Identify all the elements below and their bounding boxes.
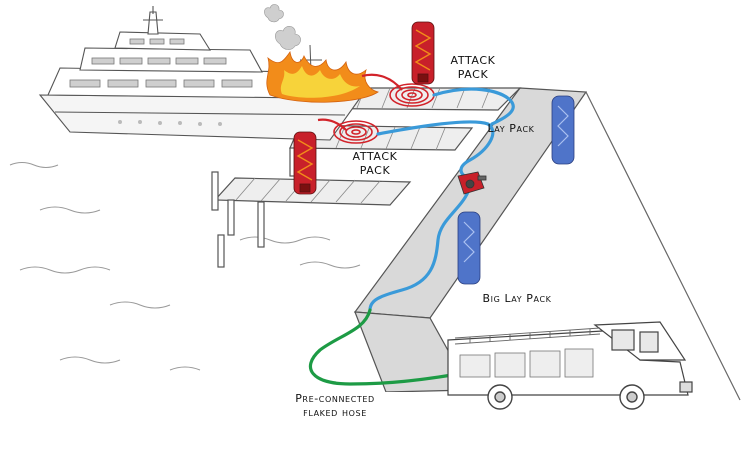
- dock-pier: [211, 87, 741, 450]
- blue-hose-pack: [551, 95, 575, 165]
- attack-hose-lines: [317, 73, 403, 131]
- attack-pack-label-mid: ATTACK PACK: [340, 150, 410, 178]
- attack-pack-top-line2: PACK: [457, 68, 489, 81]
- water-waves: [9, 162, 361, 371]
- preconnected-line2: flaked hose: [303, 406, 367, 419]
- red-hose-pack: [293, 131, 317, 195]
- blue-supply-hose: [368, 87, 515, 312]
- lay-pack-label: Lay Pack: [476, 122, 546, 136]
- smoke-puff: [264, 4, 301, 50]
- fire-engine: [447, 321, 693, 410]
- attack-pack-top-line1: ATTACK: [450, 54, 496, 67]
- yacht: [38, 6, 362, 141]
- fire-flames: [266, 51, 379, 103]
- blue-hose-pack: [457, 211, 481, 285]
- attack-pack-mid-line2: PACK: [359, 164, 391, 177]
- red-hose-pack: [411, 21, 435, 85]
- gated-wye: [457, 171, 487, 195]
- preconnected-line1: Pre-connected: [295, 392, 375, 405]
- hose-coil: [333, 120, 379, 144]
- preconnected-hose-label: Pre-connected flaked hose: [270, 392, 400, 420]
- attack-pack-label-top: ATTACK PACK: [438, 54, 508, 82]
- attack-pack-mid-line1: ATTACK: [352, 150, 398, 163]
- green-preconnect-hose: [308, 308, 454, 386]
- lay-pack-text: Lay Pack: [487, 122, 535, 135]
- big-lay-pack-text: Big Lay Pack: [482, 292, 552, 305]
- big-lay-pack-label: Big Lay Pack: [462, 292, 572, 306]
